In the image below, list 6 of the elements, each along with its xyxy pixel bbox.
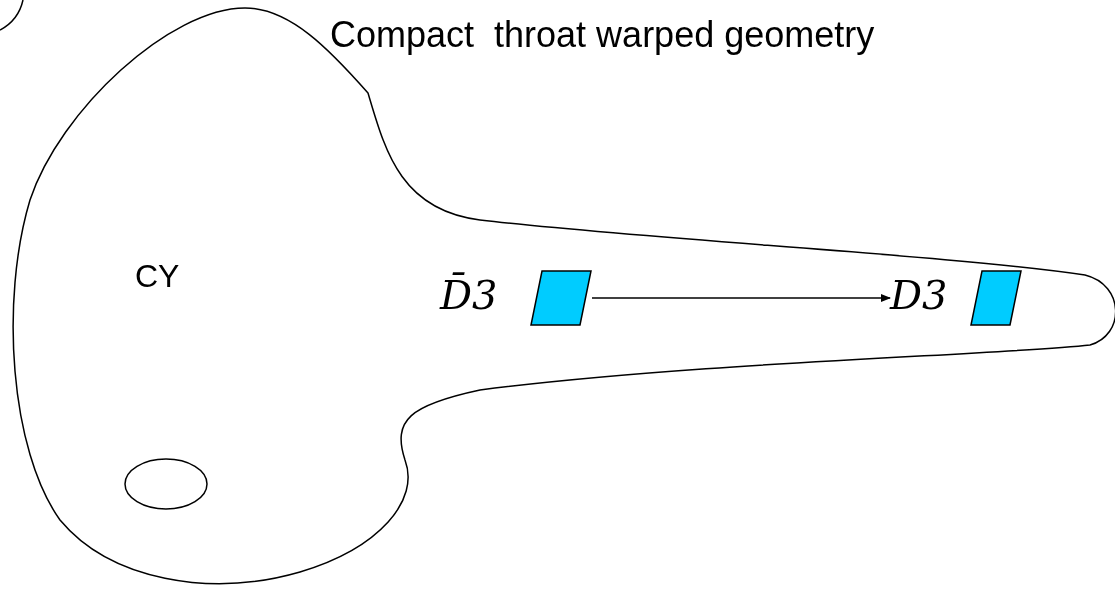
brane-label: D3	[890, 272, 948, 318]
brane-label: D̄3	[440, 272, 498, 318]
title: Compact throat warped geometry	[330, 14, 875, 56]
arrow	[591, 294, 891, 302]
region-label: CY	[135, 258, 180, 295]
cycle-loop	[124, 458, 208, 510]
